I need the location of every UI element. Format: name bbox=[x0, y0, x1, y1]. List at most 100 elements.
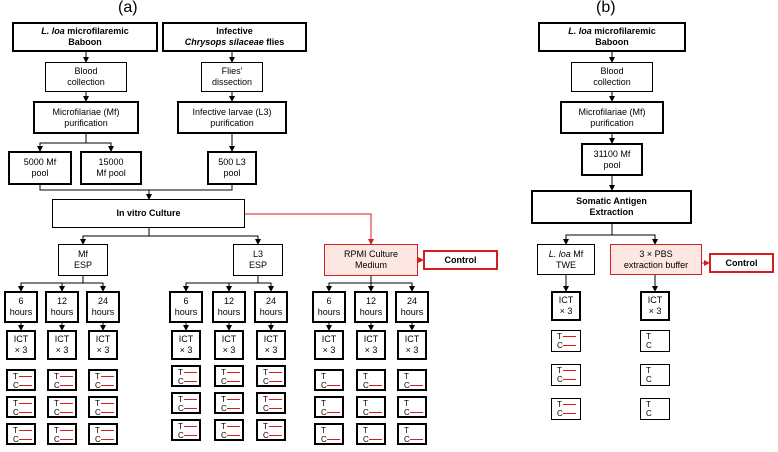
l3-esp-box: L3 ESP bbox=[233, 244, 283, 276]
test-line-label: T bbox=[263, 368, 268, 377]
pool-31100-box: 31100 Mf pool bbox=[581, 143, 643, 176]
test-line-label: T bbox=[221, 395, 226, 404]
ict-box: ICT × 3 bbox=[256, 330, 286, 360]
control-line-label: C bbox=[363, 435, 369, 444]
twe-label: Mf TWE bbox=[556, 248, 584, 270]
test-line-label: T bbox=[321, 372, 326, 381]
test-line-band bbox=[563, 370, 576, 371]
control-line-band bbox=[19, 385, 32, 386]
test-line-label: T bbox=[95, 372, 100, 381]
ict-box: ICT × 3 bbox=[397, 330, 427, 360]
test-line-label: T bbox=[178, 368, 183, 377]
test-line-band bbox=[60, 376, 73, 377]
control-line-band bbox=[563, 413, 576, 414]
rpmi-medium-box: RPMI Culture Medium bbox=[324, 244, 418, 276]
test-line-label: T bbox=[13, 372, 18, 381]
pbs-buffer-box: 3 × PBS extraction buffer bbox=[610, 244, 702, 275]
test-line-band bbox=[269, 399, 282, 400]
control-line-band bbox=[227, 435, 240, 436]
control-line-band bbox=[60, 385, 73, 386]
control-line-label: C bbox=[321, 408, 327, 417]
hours-12-mf: 12 hours bbox=[45, 291, 79, 323]
ict-box: ICT × 3 bbox=[6, 330, 36, 360]
control-line-band bbox=[269, 381, 282, 382]
species-name: L. loa bbox=[568, 26, 592, 36]
control-line-label: C bbox=[221, 404, 227, 413]
control-line-label: C bbox=[363, 408, 369, 417]
test-line-band bbox=[184, 399, 197, 400]
control-line-label: C bbox=[178, 377, 184, 386]
hours-24-mf: 24 hours bbox=[86, 291, 120, 323]
control-line-band bbox=[563, 345, 576, 346]
control-line-label: C bbox=[557, 409, 563, 418]
mf-purification-box-a: Microfilariae (Mf) purification bbox=[33, 101, 139, 134]
blood-collection-box-a: Blood collection bbox=[45, 62, 127, 92]
control-line-label: C bbox=[221, 431, 227, 440]
test-line-label: T bbox=[404, 426, 409, 435]
test-line-band bbox=[269, 372, 282, 373]
control-line-label: C bbox=[321, 435, 327, 444]
test-line-label: T bbox=[363, 399, 368, 408]
control-line-band bbox=[269, 435, 282, 436]
control-line-label: C bbox=[263, 377, 269, 386]
control-line-band bbox=[410, 439, 423, 440]
control-line-band bbox=[101, 412, 114, 413]
control-line-label: C bbox=[54, 381, 60, 390]
control-line-label: C bbox=[13, 381, 19, 390]
control-line-label: C bbox=[404, 408, 410, 417]
test-line-band bbox=[101, 376, 114, 377]
control-line-band bbox=[101, 439, 114, 440]
ict-box-twe: ICT × 3 bbox=[551, 291, 581, 321]
ict-box: ICT × 3 bbox=[88, 330, 118, 360]
control-line-label: C bbox=[221, 377, 227, 386]
ict-box-pbs: ICT × 3 bbox=[640, 291, 670, 321]
control-line-label: C bbox=[178, 431, 184, 440]
in-vitro-culture-box: In vitro Culture bbox=[52, 199, 245, 228]
control-line-label: C bbox=[54, 408, 60, 417]
l3-purification-box: Infective larvae (L3) purification bbox=[177, 101, 287, 134]
control-line-band bbox=[369, 412, 382, 413]
test-line-label: T bbox=[13, 426, 18, 435]
test-line-label: T bbox=[54, 399, 59, 408]
hours-24-l3: 24 hours bbox=[254, 291, 288, 323]
ict-box: ICT × 3 bbox=[171, 330, 201, 360]
control-line-label: C bbox=[404, 435, 410, 444]
control-line-label: C bbox=[557, 341, 563, 350]
control-line-band bbox=[227, 408, 240, 409]
test-line-label: T bbox=[54, 372, 59, 381]
control-line-label: C bbox=[95, 435, 101, 444]
flies-species-name: Chrysops silaceae bbox=[184, 37, 264, 47]
control-line-band bbox=[563, 379, 576, 380]
control-line-band bbox=[227, 381, 240, 382]
blood-collection-box-b: Blood collection bbox=[571, 62, 653, 92]
test-line-band bbox=[101, 430, 114, 431]
test-line-band bbox=[269, 426, 282, 427]
test-line-band bbox=[227, 426, 240, 427]
panel-label-b: (b) bbox=[596, 0, 616, 16]
test-line-label: T bbox=[95, 399, 100, 408]
control-line-band bbox=[327, 385, 340, 386]
test-line-label: T bbox=[263, 395, 268, 404]
ict-box: ICT × 3 bbox=[314, 330, 344, 360]
test-line-label: T bbox=[363, 372, 368, 381]
mf-purification-box-b: Microfilariae (Mf) purification bbox=[560, 101, 664, 134]
twe-box: L. loa Mf TWE bbox=[537, 244, 595, 275]
control-line-band bbox=[327, 439, 340, 440]
test-line-band bbox=[184, 372, 197, 373]
flies-dissection-box: Flies' dissection bbox=[201, 62, 263, 92]
pool-5000-box: 5000 Mf pool bbox=[8, 151, 72, 185]
control-box-b: Control bbox=[709, 253, 774, 273]
test-line-band bbox=[563, 336, 576, 337]
